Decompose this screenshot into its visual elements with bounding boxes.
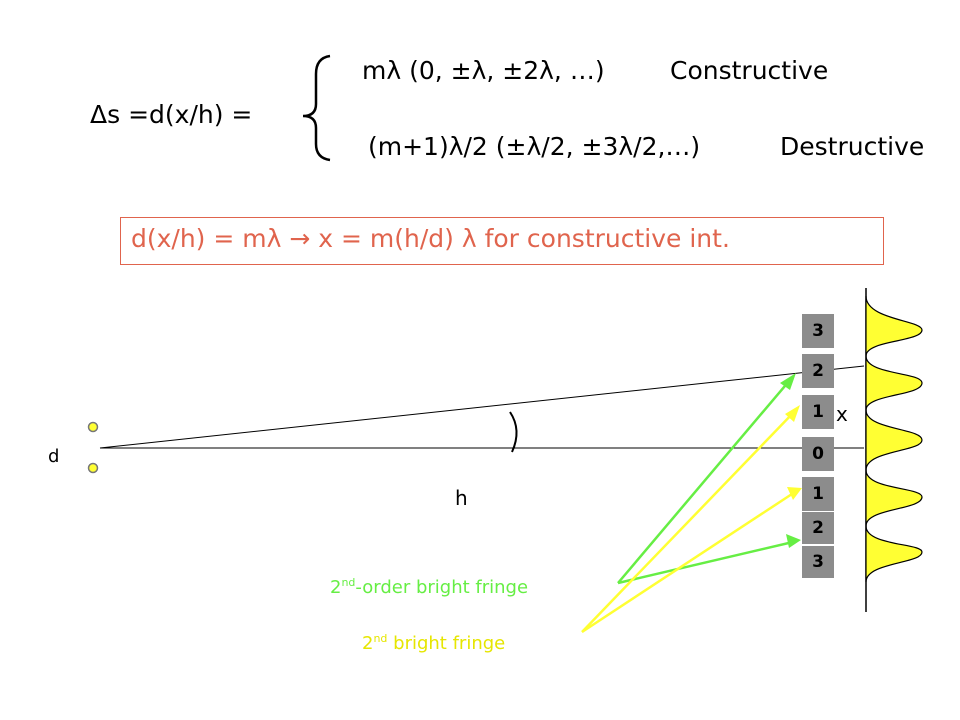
curly-brace [302,54,331,162]
yellow-arrowhead-upper [785,405,800,422]
screen-distance-label: h [455,486,468,510]
green-arrowhead-lower [786,534,801,548]
constructive-expression: mλ (0, ±λ, ±2λ, …) [362,56,605,85]
constructive-condition-box: d(x/h) = mλ → x = m(h/d) λ for construct… [120,217,884,265]
second-bright-fringe-callout: 2nd bright fringe [362,632,506,654]
constructive-label: Constructive [670,56,829,85]
yellow-arrow-line-lower [581,490,796,634]
intensity-fringe-profile [865,295,923,583]
green-arrow-line-lower [617,540,794,585]
slit-bottom [87,462,99,474]
fringe-order-label: 1 [802,477,834,511]
constructive-condition-text: d(x/h) = mλ → x = m(h/d) λ for construct… [131,224,730,253]
green-arrow-line-upper [617,379,791,584]
slit-top [87,421,99,433]
angle-arc [509,411,518,453]
destructive-label: Destructive [780,132,925,161]
fringe-order-label: 2 [802,354,834,388]
slit-separation-label: d [48,446,60,467]
fringe-order-label: 2 [802,512,834,544]
destructive-expression: (m+1)λ/2 (±λ/2, ±3λ/2,…) [368,132,701,161]
delta-s-equation: Δs =d(x/h) = [90,100,253,129]
fringe-order-label: 3 [802,546,834,578]
second-order-fringe-callout: 2nd-order bright fringe [330,576,529,598]
fringe-order-label: 1 [802,395,834,429]
yellow-arrow-line-upper [581,411,795,633]
fringe-order-label: 3 [802,314,834,348]
fringe-position-label: x [836,402,848,426]
fringe-order-label: 0 [802,437,834,471]
yellow-arrowhead-lower [787,487,802,500]
angled-ray-line [99,365,865,449]
green-arrowhead-upper [780,373,796,390]
